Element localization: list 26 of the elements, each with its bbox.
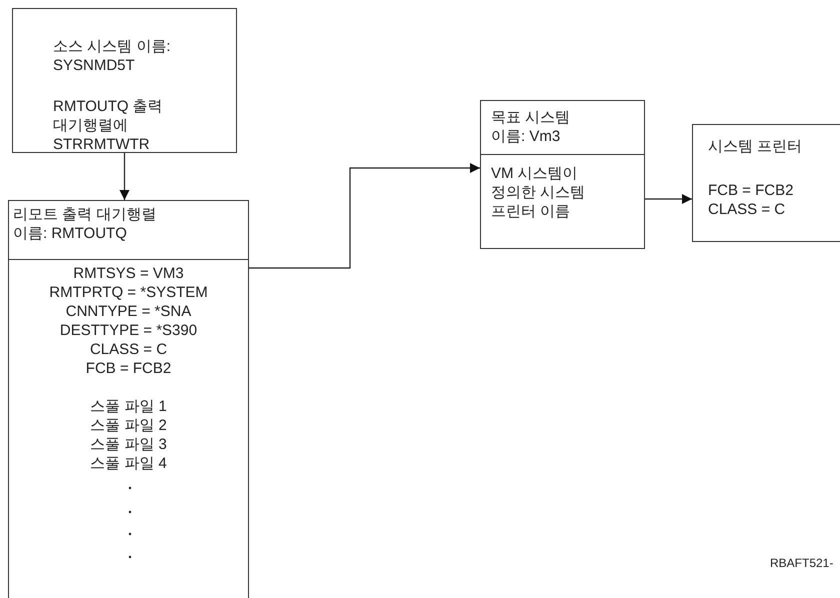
- target-system-box: [480, 100, 645, 249]
- arrow: [645, 194, 692, 204]
- system-printer-box: [692, 124, 840, 242]
- spool-file-text: 스풀 파일 3: [89, 435, 168, 454]
- parameter-text: CLASS = C: [708, 200, 786, 219]
- parameter-text: DESTTYPE = *S390: [58, 321, 198, 340]
- output-queue-box: [8, 200, 249, 598]
- parameter-text: FCB = FCB2: [708, 181, 794, 200]
- printer-heading: 시스템 프린터: [708, 137, 802, 156]
- arrow: [249, 163, 480, 269]
- source-system-heading: 소스 시스템 이름: SYSNMD5T: [53, 37, 172, 75]
- queue-heading: 리모트 출력 대기행렬 이름: RMTOUTQ: [13, 205, 158, 243]
- parameter-text: CLASS = C: [88, 340, 168, 359]
- spool-file-text: 스풀 파일 2: [89, 416, 168, 435]
- printer-name-note: VM 시스템이 정의한 시스템 프린터 이름: [491, 164, 586, 221]
- spool-file-text: 스풀 파일 1: [89, 397, 168, 416]
- parameter-text: RMTPRTQ = *SYSTEM: [48, 283, 209, 302]
- parameter-text: FCB = FCB2: [84, 359, 172, 378]
- spool-file-text: 스풀 파일 4: [89, 454, 168, 473]
- command-note: RMTOUTQ 출력 대기행렬에 STRRMTWTR: [53, 97, 164, 154]
- target-system-heading: 목표 시스템 이름: Vm3: [491, 108, 572, 146]
- figure-id-label: RBAFT521-: [770, 555, 834, 572]
- parameter-text: CNNTYPE = *SNA: [64, 302, 192, 321]
- source-system-box: [12, 8, 237, 153]
- parameter-text: RMTSYS = VM3: [72, 264, 185, 283]
- arrow: [120, 153, 130, 200]
